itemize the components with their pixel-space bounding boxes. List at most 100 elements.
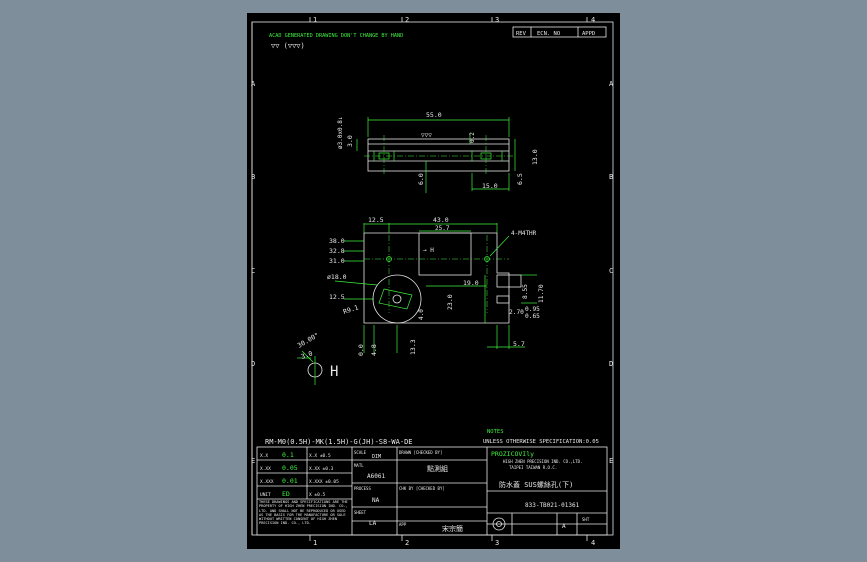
zone-row-a-right: A (609, 80, 614, 88)
dim-top-12-5: 12.5 (368, 216, 384, 224)
company-address: TAIPEI TAIWAN R.O.C. (509, 465, 557, 470)
dim-31: 31.0 (329, 257, 345, 265)
appd-col: APPD (582, 31, 595, 37)
zone-row-e: E (251, 457, 255, 465)
title-block: X.X 0.1 X.XX 0.05 X.XXX 0.01 UNIT ED X.X… (256, 446, 608, 536)
part-code: RM-M0(0.5H)-MK(1.5H)-G(JH)-S8-WA-DE (265, 438, 413, 446)
front-view: → H 12.5 43.0 25.7 4-M4THR 38.0 32.8 31.… (327, 216, 545, 356)
material-label: MATL (354, 463, 364, 468)
dim-0-95: 0.95 (525, 306, 540, 313)
revision-block (512, 26, 607, 38)
sheet-value: LA (369, 520, 377, 527)
finish-mark: ▽▽▽ (421, 132, 432, 139)
notes-line: UNLESS OTHERWISE SPECIFICATION:0.05 (483, 439, 599, 445)
dim-chamfer: 3.0 (346, 135, 354, 147)
material-value: A6061 (367, 473, 385, 480)
dim-right-6-5: 6.5 (516, 173, 524, 185)
dim-4: 4.0 (418, 309, 425, 320)
zone-col-2: 2 (405, 16, 409, 24)
company-logo: PROZICOVIly (491, 450, 534, 458)
zone-row-c-right: C (609, 267, 613, 275)
dim-slot-25-7: 25.7 (435, 225, 450, 232)
cad-drawing: 1 2 3 4 1 2 3 4 A B C D E A B C D E ACAD… (251, 16, 614, 547)
notes-title: NOTES (487, 429, 504, 435)
dim-top-43: 43.0 (433, 216, 449, 224)
tol-label-3: X.XXX (260, 479, 274, 485)
slot-mark: → H (423, 247, 434, 254)
tol-value-1: 0.1 (282, 451, 294, 459)
dim-b4-8: 4.8 (370, 344, 378, 356)
thread-callout: 4-M4THR (511, 230, 537, 237)
detail-label: H (330, 364, 338, 380)
approved-value: 宋宗簡 (442, 524, 463, 533)
detail-h: 30.00° 3.0 H (296, 331, 338, 385)
zone-col-4: 4 (591, 16, 595, 24)
tol-label-2: X.XX (260, 466, 271, 472)
detail-angle: 30.00° (296, 331, 320, 350)
zone-row-d: D (251, 360, 255, 368)
tol-right-1: X.X ±0.5 (309, 453, 331, 459)
dim-width-55: 55.0 (426, 111, 442, 119)
zone-col-1: 1 (313, 16, 317, 24)
tol-label-1: X.X (260, 453, 268, 459)
drawn-label: DRAWN [CHECKED BY] (399, 450, 442, 455)
zone-row-c: C (251, 267, 255, 275)
zone-row-e-right: E (609, 457, 613, 465)
zone-row-a: A (251, 80, 256, 88)
dim-bottom-15: 15.0 (482, 182, 498, 190)
zone-col-2-bottom: 2 (405, 539, 409, 547)
tol-value-4: ED (282, 490, 290, 498)
header-notice: ACAD GENERATED DRAWING DON'T CHANGE BY H… (269, 33, 403, 39)
dim-38: 38.0 (329, 237, 345, 245)
tol-right-4: X ±0.5 (309, 492, 326, 498)
dim-right-13: 13.0 (531, 149, 539, 165)
dim-b0: 0.0 (357, 344, 365, 356)
process-label: PROCESS (354, 486, 371, 491)
zone-col-4-bottom: 4 (591, 539, 595, 547)
scale-value: DIM (372, 454, 381, 460)
disclaimer: THESE DRAWINGS AND SPECIFICATIONS ARE TH… (259, 500, 348, 526)
dim-groove: 0.2 (469, 132, 476, 143)
dim-11-70: 11.70 (538, 284, 545, 303)
checked-label: CHK BY [CHECKED BY] (399, 486, 445, 491)
dim-23: 23.0 (446, 294, 454, 310)
top-view: 55.0 ▽▽▽ 3.0 ø3.0x0.8↓ 0.2 13.0 6.0 15.0… (337, 111, 539, 193)
drawing-number: 833-TB021-01361 (525, 502, 580, 509)
dim-32-8: 32.8 (329, 247, 345, 255)
tol-right-3: X.XXX ±0.05 (309, 479, 339, 485)
dim-bottom-6: 6.0 (417, 173, 425, 185)
sheet-size: A (562, 523, 566, 530)
tol-label-4: UNIT (260, 492, 271, 498)
sheet-rev: SHT (582, 517, 590, 522)
drawn-value: 點測組 (427, 464, 448, 473)
rev-col: REV (516, 31, 527, 37)
zone-row-b-right: B (609, 173, 613, 181)
dim-0-65: 0.65 (525, 313, 540, 320)
dim-bore: ø18.0 (327, 273, 347, 281)
drawing-sheet: 1 2 3 4 1 2 3 4 A B C D E A B C D E ACAD… (247, 13, 620, 549)
surface-finish: ▽▽ (▽▽▽) (271, 42, 305, 50)
ecn-col: ECN. NO (537, 31, 560, 37)
dim-19: 19.0 (463, 279, 479, 287)
zone-col-1-bottom: 1 (313, 539, 317, 547)
dim-b13-3: 13.3 (409, 339, 417, 355)
sheet-label: SHEET (354, 510, 367, 515)
dim-8-55: 8.55 (522, 284, 529, 299)
projection-symbol (492, 517, 506, 531)
detail-3: 3.0 (300, 349, 314, 361)
dim-2-70: 2.70 (509, 309, 524, 316)
zone-col-3-bottom: 3 (495, 539, 499, 547)
approved-label: APP (399, 522, 407, 527)
process-value: NA (372, 497, 380, 504)
company-name: HIGH ZHEN PRECISION IND. CO.,LTD. (503, 459, 582, 464)
dim-radius: R9.1 (342, 303, 359, 315)
tol-right-2: X.XX ±0.3 (309, 466, 334, 472)
dim-12-5-left: 12.5 (329, 293, 345, 301)
tol-value-2: 0.05 (282, 464, 298, 472)
scale-label: SCALE (354, 450, 367, 455)
zone-row-d-right: D (609, 360, 613, 368)
tol-value-3: 0.01 (282, 477, 298, 485)
dim-hole-diag: ø3.0x0.8↓ (337, 116, 344, 149)
zone-row-b: B (251, 173, 255, 181)
part-description: 防水蓋 SUS螺絲孔(下) (499, 480, 573, 489)
